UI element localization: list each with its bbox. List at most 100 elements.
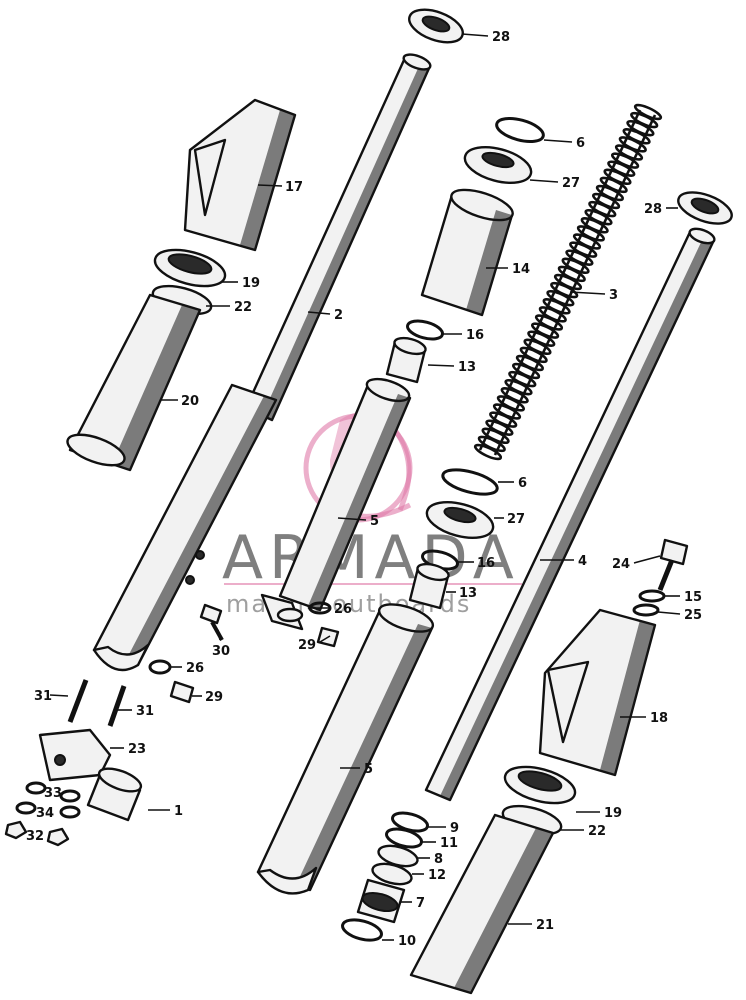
callout-33: 33: [44, 786, 62, 801]
callout-7: 7: [416, 896, 425, 911]
leader-2: [307, 311, 331, 315]
callout-29b: 29: [205, 690, 223, 705]
callout-27a: 27: [562, 176, 580, 191]
part-circlip-6-middle: [441, 468, 499, 496]
leader-17: [257, 184, 283, 187]
part-washer-34: [15, 801, 81, 819]
part-washer-15: [638, 589, 666, 603]
callout-24: 24: [612, 557, 630, 572]
callout-14: 14: [512, 262, 530, 277]
callout-5a: 5: [370, 514, 379, 529]
part-collar-1: [86, 767, 143, 822]
leader-6a: [543, 139, 573, 143]
part-stud-31-right: [107, 685, 127, 727]
part-bushing-13-upper: [385, 336, 427, 384]
part-top-seal-28-right: [677, 191, 733, 225]
part-seal-ring-19-22-right: [501, 765, 577, 836]
callout-25: 25: [684, 608, 702, 623]
part-circlip-6-upper: [495, 117, 545, 143]
callout-19a: 19: [242, 276, 260, 291]
callout-5b: 5: [364, 762, 373, 777]
callout-31a: 31: [34, 689, 52, 704]
callout-34: 34: [36, 806, 54, 821]
callout-1: 1: [174, 804, 183, 819]
callout-21: 21: [536, 918, 554, 933]
part-washer-25: [632, 603, 660, 617]
part-o-ring-10: [341, 918, 383, 942]
part-bolt-24: [657, 538, 689, 591]
callout-30: 30: [212, 644, 230, 659]
callout-32: 32: [26, 829, 44, 844]
part-upper-cover-18: [538, 608, 657, 777]
spring-coils: [473, 103, 663, 461]
callout-16b: 16: [477, 556, 495, 571]
callout-3: 3: [609, 288, 618, 303]
callout-27b: 27: [507, 512, 525, 527]
callout-22b: 22: [588, 824, 606, 839]
callout-26b: 26: [186, 661, 204, 676]
callout-26a: 26: [334, 602, 352, 617]
leader-24: [633, 555, 661, 564]
part-damper-piston-7: [356, 878, 406, 924]
leader-29a: [319, 635, 331, 643]
part-bottom-slider-5-lower: [256, 603, 435, 895]
part-washer-33: [25, 781, 81, 803]
callout-13b: 13: [459, 586, 477, 601]
part-axle-holder-29-upper: [260, 593, 304, 631]
callout-20: 20: [181, 394, 199, 409]
part-top-seal-28-upper: [408, 8, 464, 44]
part-inner-tube-4: [424, 227, 716, 802]
callout-9: 9: [450, 821, 459, 836]
callout-22a: 22: [234, 300, 252, 315]
part-sleeve-14: [420, 188, 514, 317]
callout-leaders: [49, 33, 681, 941]
leader-28a: [461, 33, 489, 37]
part-stud-31-left: [67, 679, 89, 723]
part-lower-cover-21: [409, 813, 555, 995]
callout-28a: 28: [492, 30, 510, 45]
parts: [4, 8, 733, 995]
callout-29a: 29: [298, 638, 316, 653]
part-washer-26-lower: [148, 659, 172, 675]
leader-5a: [337, 517, 367, 521]
part-upper-cover-17: [183, 98, 297, 252]
part-bushing-13-middle: [408, 562, 450, 610]
part-valve-12: [371, 862, 413, 886]
spring-coil: [473, 443, 503, 461]
callout-31b: 31: [136, 704, 154, 719]
callout-6b: 6: [518, 476, 527, 491]
part-inner-tube-2: [244, 53, 432, 422]
callout-labels: 28 6 27 17 28 19 14 22 3 2 16 13 20 6 5 …: [26, 30, 702, 949]
callout-15: 15: [684, 590, 702, 605]
callout-11: 11: [440, 836, 458, 851]
callout-13a: 13: [458, 360, 476, 375]
leader-31a: [49, 694, 69, 697]
leader-30: [217, 629, 221, 641]
part-drain-bolt-30: [199, 603, 224, 641]
leader-13a: [427, 364, 455, 367]
part-fork-spring-3: [473, 103, 663, 461]
part-bolt-29-lower: [169, 680, 195, 704]
callout-17: 17: [285, 180, 303, 195]
leader-27a: [529, 179, 559, 183]
callout-2: 2: [334, 308, 343, 323]
callout-6a: 6: [576, 136, 585, 151]
part-spacer-27-upper: [463, 146, 533, 184]
leader-25: [657, 611, 681, 615]
part-seal-ring-19-22-left: [151, 248, 227, 316]
part-axle-holder-23: [38, 728, 112, 782]
callout-16a: 16: [466, 328, 484, 343]
callout-8: 8: [434, 852, 443, 867]
callout-4: 4: [578, 554, 587, 569]
callout-12: 12: [428, 868, 446, 883]
leader-3: [569, 291, 606, 295]
callout-10: 10: [398, 934, 416, 949]
part-nut-32: [4, 820, 70, 847]
part-lower-cover-20: [66, 293, 202, 472]
part-spacer-27-middle: [425, 501, 495, 539]
part-damper-rod-5-upper: [278, 377, 412, 612]
callout-28b: 28: [644, 202, 662, 217]
callout-19b: 19: [604, 806, 622, 821]
part-bottom-slider-left: [92, 383, 278, 672]
